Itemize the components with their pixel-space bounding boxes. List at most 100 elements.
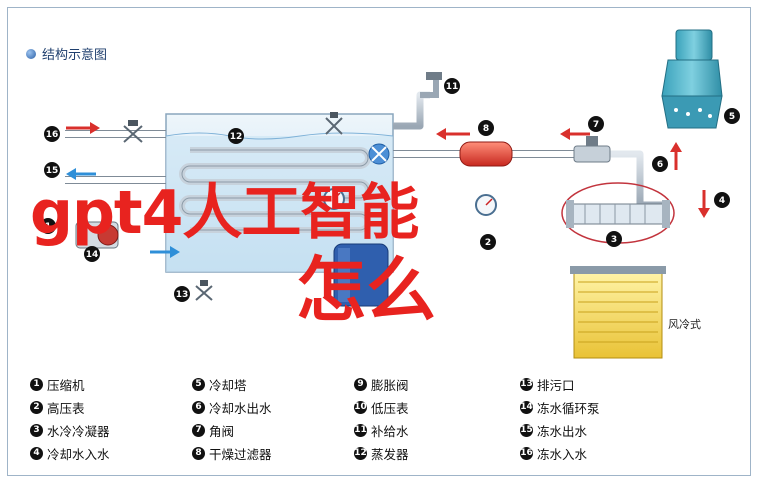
legend-number: 5 bbox=[192, 377, 205, 391]
legend-label: 冷却水出水 bbox=[209, 400, 272, 416]
legend-number: 3 bbox=[30, 423, 43, 437]
legend-label: 蒸发器 bbox=[371, 446, 409, 462]
legend-item: 16 冻水入水 bbox=[520, 443, 720, 463]
legend-item: 10 低压表 bbox=[354, 397, 516, 417]
svg-text:6: 6 bbox=[657, 160, 663, 170]
makeup-water-tap bbox=[420, 72, 442, 98]
diagram-title-text: 结构示意图 bbox=[42, 48, 108, 63]
legend-label: 高压表 bbox=[47, 400, 85, 416]
high-pressure-gauge-icon bbox=[475, 194, 497, 216]
cooling-tower bbox=[661, 29, 723, 129]
legend-item: 7 角阀 bbox=[192, 420, 350, 440]
legend-number: 7 bbox=[192, 423, 205, 437]
svg-text:2: 2 bbox=[485, 238, 491, 248]
watermark-overlay-line2: 怎么 bbox=[296, 249, 436, 331]
expansion-valve-icon bbox=[368, 143, 390, 165]
diagram-title: 结构示意图 bbox=[26, 44, 107, 63]
air-cooled-label: 风冷式 bbox=[668, 318, 701, 331]
legend-number: 9 bbox=[354, 377, 367, 391]
svg-text:3: 3 bbox=[611, 235, 617, 245]
callout-13: 13 bbox=[174, 286, 190, 302]
legend-number: 16 bbox=[520, 446, 533, 460]
legend-label: 冻水循环泵 bbox=[537, 400, 600, 416]
svg-text:4: 4 bbox=[719, 196, 725, 206]
svg-text:7: 7 bbox=[593, 120, 599, 130]
svg-text:15: 15 bbox=[46, 166, 59, 176]
svg-text:11: 11 bbox=[446, 82, 459, 92]
legend-number: 2 bbox=[30, 400, 43, 414]
callout-16: 16 bbox=[44, 126, 60, 142]
legend-item: 15 冻水出水 bbox=[520, 420, 720, 440]
legend-item: 13 排污口 bbox=[520, 374, 720, 394]
legend-label: 角阀 bbox=[209, 423, 235, 439]
callout-badges: 1 2 3 4 5 6 7 8 11 12 13 14 15 16 bbox=[40, 78, 740, 302]
svg-text:13: 13 bbox=[176, 290, 189, 300]
legend-label: 排污口 bbox=[537, 377, 575, 393]
legend-item: 9 膨胀阀 bbox=[354, 374, 516, 394]
dryer-filter bbox=[459, 141, 513, 167]
legend-number: 10 bbox=[354, 400, 367, 414]
legend-number: 13 bbox=[520, 377, 533, 391]
legend-label: 压缩机 bbox=[47, 377, 85, 393]
legend-label: 干燥过滤器 bbox=[209, 446, 272, 462]
callout-15: 15 bbox=[44, 162, 60, 178]
legend-number: 4 bbox=[30, 446, 43, 460]
angle-valve-7 bbox=[573, 136, 611, 163]
legend-label: 冷却塔 bbox=[209, 377, 247, 393]
callout-1: 1 bbox=[40, 218, 56, 234]
legend-number: 15 bbox=[520, 423, 533, 437]
callout-4: 4 bbox=[714, 192, 730, 208]
legend-item: 4 冷却水入水 bbox=[30, 443, 188, 463]
legend-label: 水冷冷凝器 bbox=[47, 423, 110, 439]
legend-number: 6 bbox=[192, 400, 205, 414]
svg-text:14: 14 bbox=[86, 250, 99, 260]
callout-11: 11 bbox=[444, 78, 460, 94]
callout-6: 6 bbox=[652, 156, 668, 172]
low-pressure-gauge-icon bbox=[323, 188, 345, 210]
legend-label: 低压表 bbox=[371, 400, 409, 416]
evaporator-tank bbox=[165, 113, 394, 273]
legend-number: 8 bbox=[192, 446, 205, 460]
legend-item: 5 冷却塔 bbox=[192, 374, 350, 394]
callout-12: 12 bbox=[228, 128, 244, 144]
legend-item: 3 水冷冷凝器 bbox=[30, 420, 188, 440]
callout-5: 5 bbox=[724, 108, 740, 124]
legend-item: 1 压缩机 bbox=[30, 374, 188, 394]
legend-label: 冻水出水 bbox=[537, 423, 588, 439]
svg-text:1: 1 bbox=[45, 222, 51, 232]
legend: 1 压缩机 5 冷却塔 9 膨胀阀 13 排污口 2 高压表 6 冷却水出水 10 低压表 1… bbox=[30, 374, 750, 463]
legend-label: 冻水入水 bbox=[537, 446, 588, 462]
legend-number: 1 bbox=[30, 377, 43, 391]
valve-13-drain bbox=[195, 280, 213, 301]
legend-item: 6 冷却水出水 bbox=[192, 397, 350, 417]
legend-label: 补给水 bbox=[371, 423, 409, 439]
legend-item: 12 蒸发器 bbox=[354, 443, 516, 463]
callout-7: 7 bbox=[588, 116, 604, 132]
callout-3: 3 bbox=[606, 231, 622, 247]
callout-14: 14 bbox=[84, 246, 100, 262]
legend-label: 膨胀阀 bbox=[371, 377, 409, 393]
callout-8: 8 bbox=[478, 120, 494, 136]
svg-text:5: 5 bbox=[729, 112, 735, 122]
legend-label: 冷却水入水 bbox=[47, 446, 110, 462]
valve-16 bbox=[123, 120, 143, 143]
legend-item: 14 冻水循环泵 bbox=[520, 397, 720, 417]
legend-number: 14 bbox=[520, 400, 533, 414]
circulation-pump bbox=[75, 221, 119, 249]
svg-text:12: 12 bbox=[230, 132, 243, 142]
legend-item: 8 干燥过滤器 bbox=[192, 443, 350, 463]
legend-item: 2 高压表 bbox=[30, 397, 188, 417]
title-bullet-icon bbox=[26, 48, 36, 59]
watermark-overlay-line1: gpt4人工智能 bbox=[30, 178, 419, 248]
air-cooled-condenser bbox=[570, 266, 666, 359]
svg-text:8: 8 bbox=[483, 124, 489, 134]
valve-12-top bbox=[325, 112, 343, 135]
compressor bbox=[333, 243, 389, 307]
legend-item: 11 补给水 bbox=[354, 420, 516, 440]
flow-arrows bbox=[66, 122, 710, 258]
legend-number: 11 bbox=[354, 423, 367, 437]
legend-number: 12 bbox=[354, 446, 367, 460]
svg-text:16: 16 bbox=[46, 130, 59, 140]
water-cooled-condenser bbox=[561, 182, 675, 244]
